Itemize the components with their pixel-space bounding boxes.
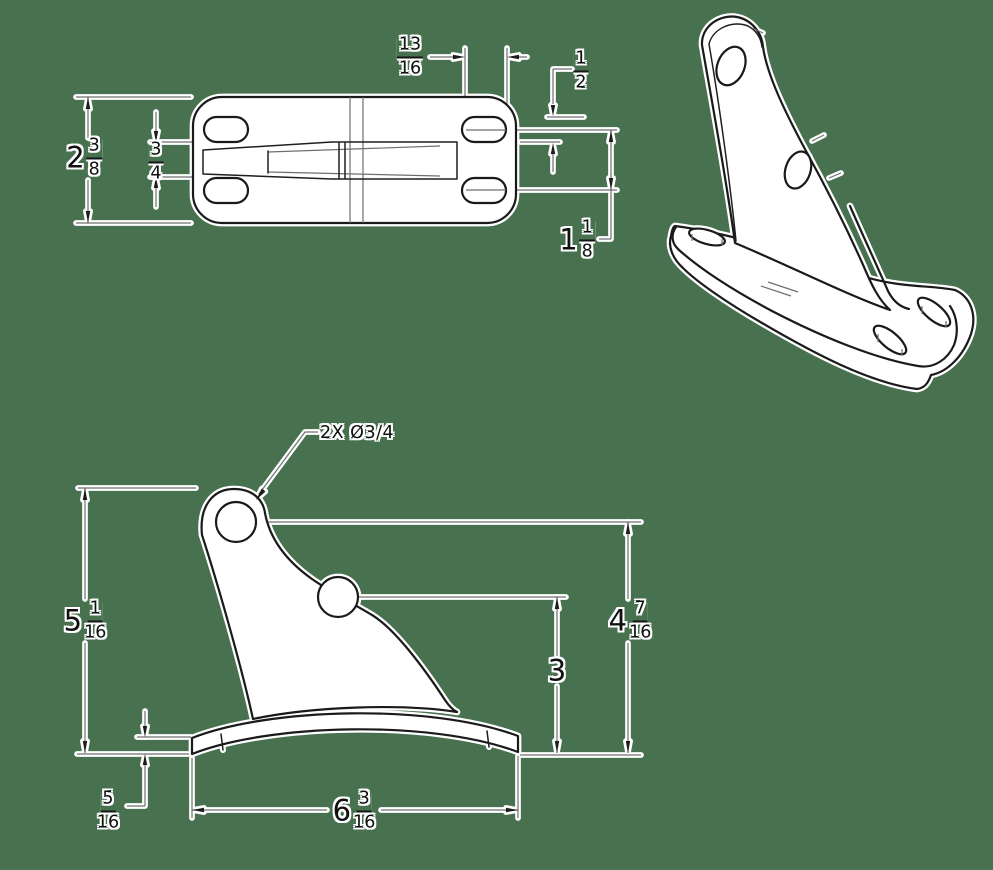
- arrows-slot-row-spacing: [608, 130, 614, 190]
- base-plate-top-view: [191, 95, 518, 225]
- iso-gusset-thickness-seams: [708, 23, 763, 242]
- slot-bottom-left: [202, 176, 250, 205]
- leader-hole-callout: [258, 431, 318, 495]
- iso-hole-lower: [783, 150, 813, 190]
- dim-slot-length: 13 16: [396, 34, 424, 78]
- dim-plate-height: 2 3 8: [66, 135, 102, 179]
- slot-centerlines: [466, 129, 506, 191]
- plate-tangent-lines: [349, 97, 364, 223]
- iso-hole-upper: [715, 45, 747, 87]
- iso-slot-right-far: [916, 296, 952, 328]
- web-ticks: [267, 142, 346, 179]
- iso-tangent-ticks: [751, 27, 842, 179]
- web-silhouette: [202, 141, 458, 180]
- iso-slot-left-wall: [691, 234, 723, 245]
- iso-gusset-edge-strip: [848, 204, 911, 311]
- front-base-ticks: [220, 730, 490, 751]
- ext-overall-height: [77, 487, 196, 755]
- dim-upper-hole-height: 4 7 16: [608, 598, 652, 642]
- isometric-view: [668, 15, 975, 391]
- ext-slot-length: [464, 48, 508, 114]
- dim-web-thickness: 3 4: [148, 139, 164, 183]
- hole-callout: 2X Ø3/4: [320, 423, 395, 443]
- dim-lower-hole-height: 3: [547, 653, 567, 688]
- iso-slot-left: [688, 227, 726, 247]
- top-view: [76, 48, 617, 240]
- arrows-slot-top-offset: [550, 105, 556, 154]
- ext-plate-height: [76, 96, 191, 224]
- dim-base-width: 6 3 16: [332, 788, 376, 832]
- dimline-slot-top-offset: [520, 68, 584, 172]
- hole-centerlines: [237, 521, 641, 598]
- arrows-base-thickness: [142, 726, 148, 765]
- slot-top-left: [202, 115, 250, 144]
- front-view: [77, 431, 641, 818]
- arrow-hole-callout: [256, 488, 266, 500]
- iso-base-surface-lines: [760, 281, 799, 297]
- dimline-upper-hole: [520, 522, 641, 756]
- front-base-plate: [190, 712, 520, 756]
- dimline-base-thickness: [127, 711, 191, 807]
- iso-base-left-cap: [671, 225, 681, 252]
- iso-base-near-edge: [677, 248, 958, 368]
- dim-slot-top-offset: 1 2: [573, 48, 589, 92]
- ink-layer: [76, 15, 975, 818]
- dimline-base-width: [191, 756, 519, 818]
- dim-overall-height: 5 1 16: [63, 598, 107, 642]
- leader-hole-callout: [256, 429, 321, 497]
- dimline-base-thickness: [124, 708, 194, 809]
- front-hole-upper: [214, 500, 258, 544]
- iso-slot-right-walls: [877, 306, 947, 355]
- dim-slot-row-spacing: 1 1 8: [559, 217, 595, 261]
- iso-slot-right-near: [872, 324, 908, 356]
- front-hole-lower: [316, 575, 360, 619]
- dim-base-thickness: 5 16: [96, 788, 120, 832]
- web-inner-lines: [267, 145, 441, 177]
